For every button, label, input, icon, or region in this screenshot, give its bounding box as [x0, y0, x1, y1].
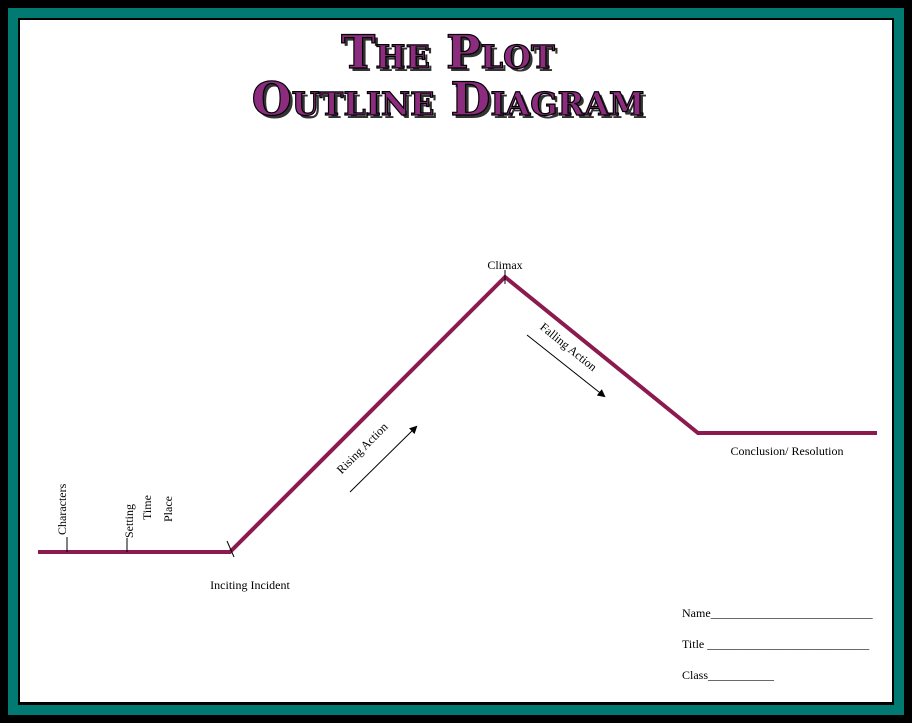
- setting-label: Setting: [122, 504, 136, 538]
- diagram-background: [20, 20, 892, 702]
- rising-action-arrow: [349, 425, 418, 493]
- title-line-1-shadow: The Plot: [344, 28, 558, 82]
- place-label: Place: [161, 496, 175, 522]
- time-label: Time: [140, 495, 154, 520]
- climax-label: Climax: [487, 258, 522, 272]
- inciting-incident-tick: [226, 540, 235, 558]
- inciting-incident-label: Inciting Incident: [210, 578, 290, 592]
- characters-label: Characters: [55, 483, 69, 535]
- title-line-1: The Plot: [341, 25, 555, 79]
- title-field: Title ___________________________: [682, 637, 870, 651]
- title-line-2: Outline Diagram: [252, 72, 645, 126]
- conclusion-label: Conclusion/ Resolution: [730, 444, 843, 458]
- class-field: Class___________: [682, 668, 775, 682]
- name-field: Name___________________________: [682, 606, 874, 620]
- title-line-2-shadow: Outline Diagram: [255, 75, 648, 129]
- falling-action-arrow: [526, 334, 606, 398]
